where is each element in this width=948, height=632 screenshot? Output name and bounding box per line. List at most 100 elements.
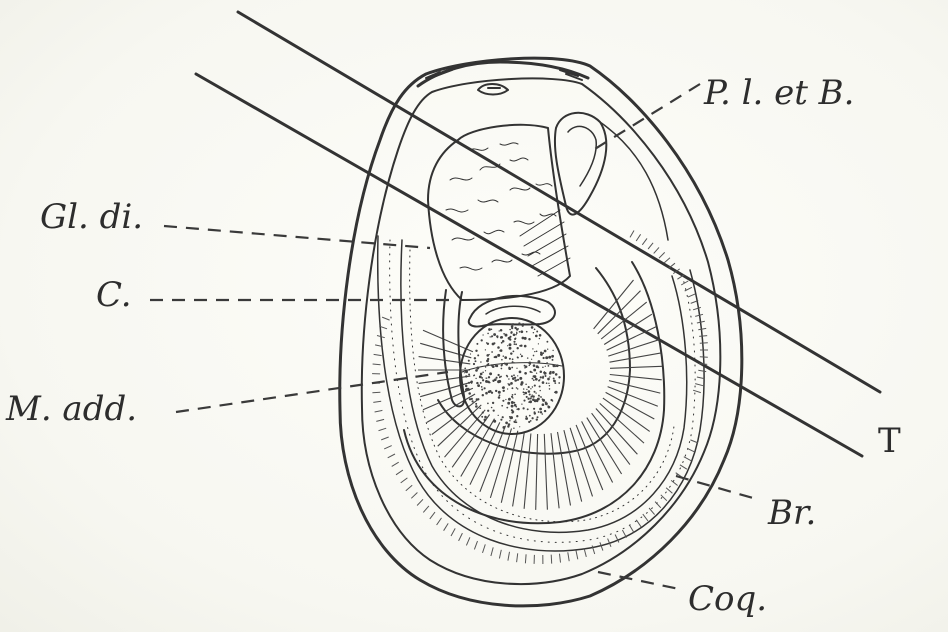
cilium — [376, 419, 384, 421]
stipple-dot — [545, 402, 548, 405]
stipple-dot — [503, 333, 505, 335]
cilium — [483, 544, 486, 553]
stipple-dot — [514, 362, 515, 363]
palp-inner — [568, 126, 596, 186]
stipple-dot — [540, 411, 542, 413]
stipple-dot — [555, 366, 556, 367]
stipple-dot — [479, 407, 481, 409]
stipple-dot — [510, 331, 512, 333]
leader-lines — [150, 84, 760, 590]
palp-outline — [555, 113, 606, 215]
stipple-dot — [509, 343, 512, 346]
gill-filament — [423, 388, 473, 410]
digestive-gland-outline — [428, 125, 570, 300]
stipple-dot — [465, 370, 468, 373]
stipple-dot — [528, 421, 530, 423]
stipple-dot — [535, 335, 538, 338]
stipple-dot — [507, 383, 508, 384]
stipple-dot — [512, 358, 514, 360]
stipple-dot — [520, 354, 521, 355]
stipple-dot — [554, 392, 555, 393]
stipple-dot — [506, 407, 508, 409]
stipple-dot — [555, 373, 558, 376]
label-gills: Br. — [767, 493, 816, 533]
stipple-dot — [558, 376, 560, 378]
stipple-dot — [510, 352, 512, 354]
stipple-dot — [465, 386, 467, 388]
stipple-dot — [475, 369, 478, 372]
stipple-dot — [514, 377, 516, 379]
stipple-dot — [537, 416, 539, 418]
stipple-dot — [468, 382, 470, 384]
gill-filaments — [418, 280, 662, 510]
digestive-gland-texture — [446, 143, 556, 270]
stipple-dot — [503, 355, 505, 357]
label-shell: Coq. — [688, 579, 767, 619]
stipple-dot — [470, 353, 471, 354]
stipple-dot — [512, 361, 514, 363]
stipple-dot — [476, 343, 478, 345]
stipple-dot — [497, 354, 500, 357]
stipple-dot — [505, 422, 508, 425]
label-plane: T — [878, 421, 901, 461]
stipple-dot — [526, 331, 528, 333]
stipple-dot — [532, 398, 535, 401]
cilium — [681, 281, 688, 285]
cilium — [568, 552, 569, 561]
stipple-dot — [510, 382, 513, 385]
stipple-dot — [508, 367, 510, 369]
stipple-dot — [524, 372, 527, 375]
stipple-dot — [558, 382, 560, 384]
cilium — [388, 454, 395, 458]
stipple-dot — [507, 345, 508, 346]
stipple-dot — [544, 371, 545, 372]
stipple-dot — [539, 408, 542, 411]
stipple-dot — [466, 388, 468, 390]
gill-filament — [536, 434, 538, 510]
stipple-dot — [516, 415, 518, 417]
cilium — [642, 238, 647, 244]
stipple-dot — [511, 405, 514, 408]
label-muscle: M. add. — [5, 389, 137, 429]
stipple-dot — [519, 324, 520, 325]
stipple-dot — [522, 337, 525, 340]
stipple-dot — [491, 407, 493, 409]
stipple-dot — [532, 386, 533, 387]
stipple-dot — [512, 350, 514, 352]
stipple-dot — [552, 371, 555, 374]
stipple-dot — [485, 366, 486, 367]
stipple-dot — [523, 388, 525, 390]
stipple-dot — [482, 334, 483, 335]
stipple-dot — [548, 356, 551, 359]
cilium — [630, 525, 634, 532]
stipple-dot — [519, 371, 522, 374]
stipple-dot — [500, 329, 503, 332]
stipple-dot — [481, 416, 483, 418]
stipple-dot — [552, 400, 554, 402]
stipple-dot — [553, 380, 556, 383]
stipple-dot — [491, 329, 493, 331]
stipple-dot — [479, 376, 481, 378]
stipple-dot — [539, 385, 541, 387]
stipple-dot — [546, 382, 548, 384]
stipple-dot — [487, 410, 489, 412]
gill-filament — [480, 426, 506, 492]
stipple-dot — [509, 420, 510, 421]
stipple-dot — [524, 345, 527, 348]
stipple-dot — [476, 382, 478, 384]
stipple-dot — [486, 360, 489, 363]
stipple-dot — [485, 392, 488, 395]
cilium — [576, 551, 578, 560]
stipple-dot — [513, 334, 516, 337]
cilium — [551, 555, 552, 564]
stipple-dot — [480, 382, 482, 384]
cilium — [437, 518, 442, 525]
cilium — [680, 465, 687, 469]
stipple-dot — [536, 373, 537, 374]
digestive-gland-striations — [520, 210, 570, 276]
stipple-dot — [488, 328, 491, 331]
stipple-dot — [497, 346, 500, 349]
stipple-dot — [542, 381, 545, 384]
stipple-dot — [475, 350, 477, 352]
stipple-dot — [492, 379, 494, 381]
